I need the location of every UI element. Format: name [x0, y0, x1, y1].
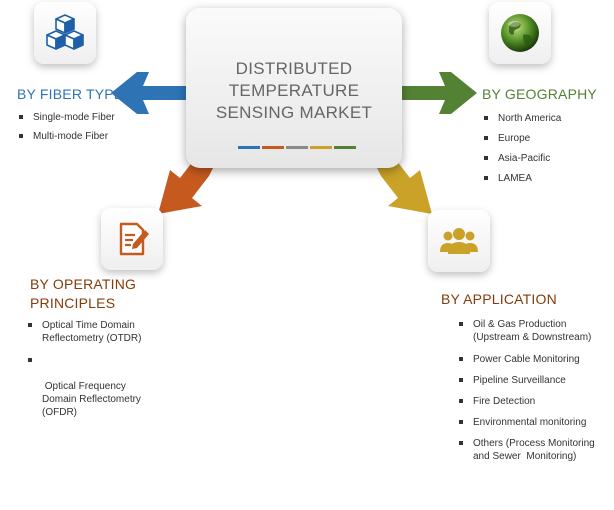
application-title: BY APPLICATION [441, 291, 557, 307]
center-title: DISTRIBUTED TEMPERATURE SENSING MARKET [186, 58, 402, 124]
people-icon [440, 228, 478, 254]
list-item: Oil & Gas Production(Upstream & Downstre… [457, 318, 613, 344]
color-bar-1 [238, 146, 260, 149]
geography-list: North America Europe Asia-Pacific LAMEA [482, 112, 612, 185]
list-item: Power Cable Monitoring [457, 353, 613, 366]
list-item: Environmental monitoring [457, 416, 613, 429]
fiber-type-tile [34, 2, 96, 64]
application-tile [428, 210, 490, 272]
list-item: Pipeline Surveillance [457, 374, 613, 387]
list-item: Europe [482, 132, 612, 145]
geography-title: BY GEOGRAPHY [482, 86, 597, 102]
list-item: Asia-Pacific [482, 152, 612, 165]
color-bar-4 [310, 146, 332, 149]
center-title-line-2: TEMPERATURE [228, 81, 360, 100]
fiber-type-list: Single-mode Fiber Multi-mode Fiber [17, 111, 187, 143]
center-title-line-1: DISTRIBUTED [235, 59, 353, 78]
list-item: Single-mode Fiber [17, 111, 187, 124]
color-bar-5 [334, 146, 356, 149]
cubes-icon [46, 14, 84, 50]
globe-icon [501, 14, 539, 52]
arrow-right-green [402, 72, 477, 114]
operating-principles-tile [101, 208, 163, 270]
center-title-line-3: SENSING MARKET [215, 103, 373, 122]
geography-tile [489, 2, 551, 64]
application-list: Oil & Gas Production(Upstream & Downstre… [457, 318, 613, 463]
color-bar-2 [262, 146, 284, 149]
center-title-box: DISTRIBUTED TEMPERATURE SENSING MARKET [186, 8, 402, 168]
color-bar-3 [286, 146, 308, 149]
document-pen-icon [119, 222, 149, 256]
fiber-type-title: BY FIBER TYPE [17, 86, 124, 102]
list-item: Fire Detection [457, 395, 613, 408]
list-item: Multi-mode Fiber [17, 130, 187, 143]
list-item: North America [482, 112, 612, 125]
operating-principles-title: BY OPERATING PRINCIPLES [30, 276, 137, 311]
list-item: LAMEA [482, 172, 612, 185]
